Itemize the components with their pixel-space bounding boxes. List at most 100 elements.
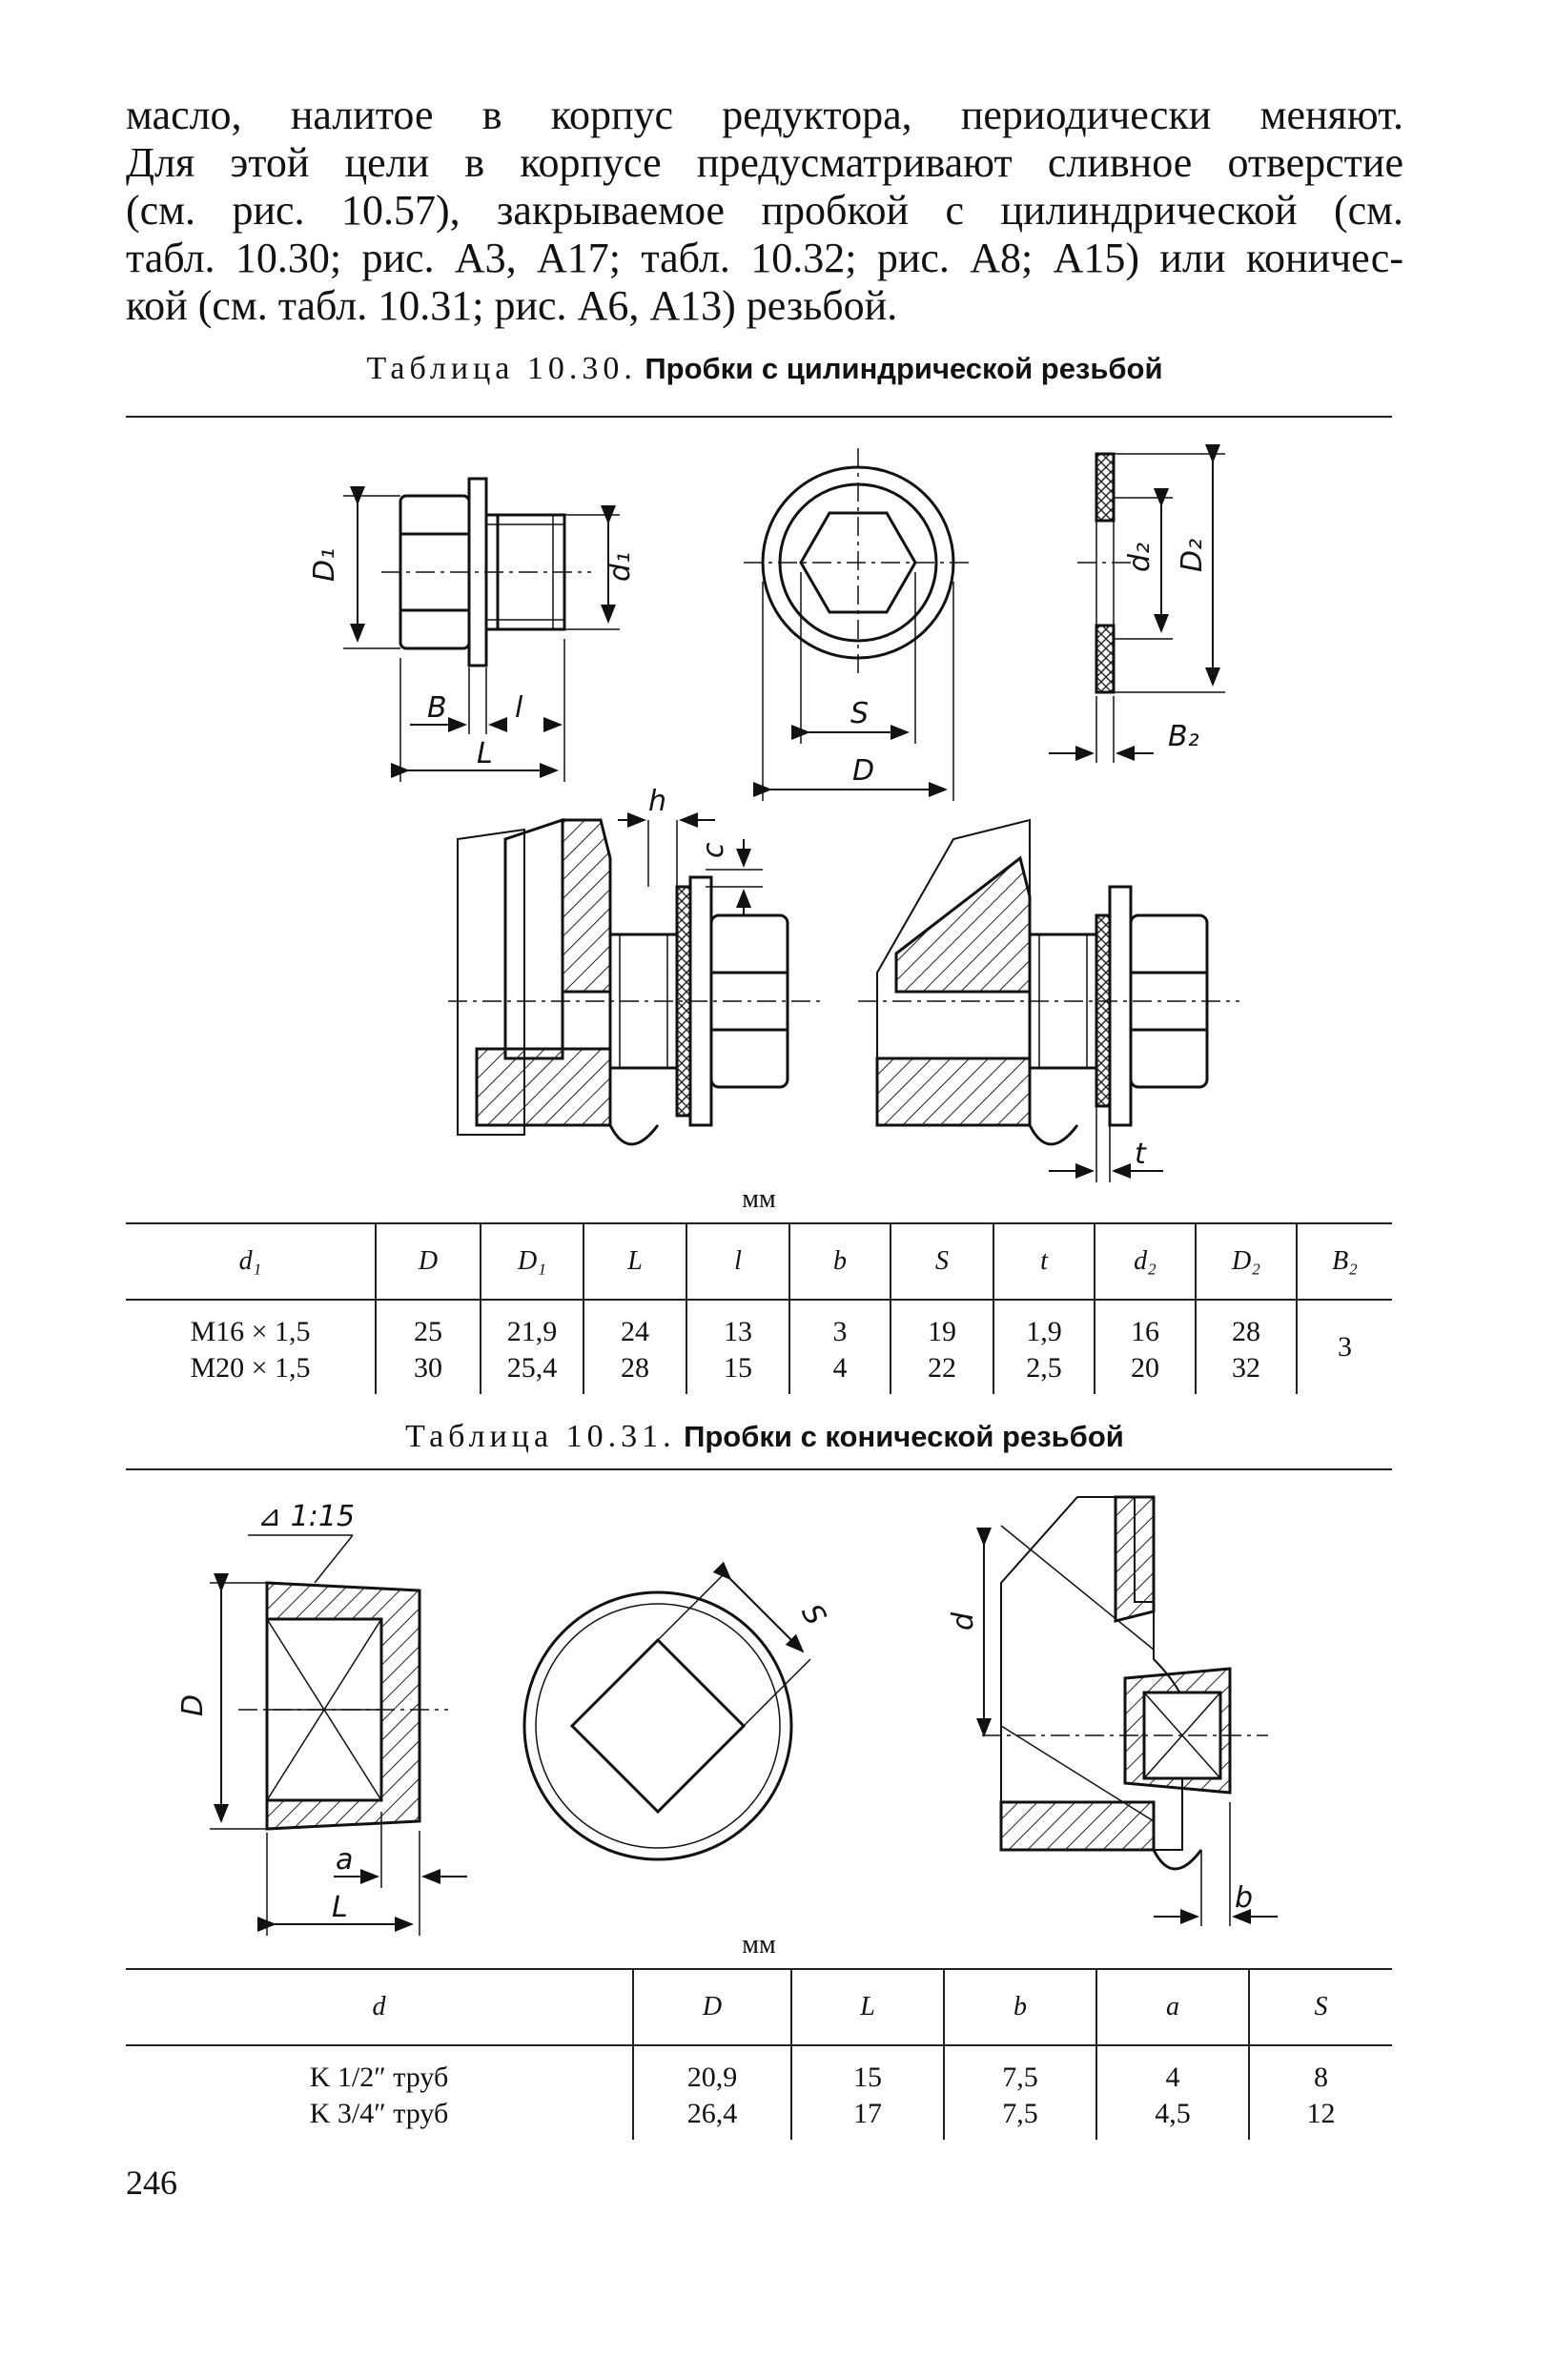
header-cell: D bbox=[632, 1969, 791, 2046]
label-L: L bbox=[332, 1891, 348, 1924]
paragraph-line: (см. рис. 10.57), закрываемое пробкой с … bbox=[126, 187, 1403, 234]
cell-value: 17 bbox=[853, 2098, 882, 2129]
label-l: l bbox=[515, 691, 523, 725]
cell-value: M20 × 1,5 bbox=[190, 1352, 311, 1384]
cell-value: 12 bbox=[1306, 2098, 1336, 2129]
conical-plug-section bbox=[210, 1534, 467, 1936]
header-cell: b bbox=[788, 1223, 891, 1301]
cell-value: 24 bbox=[621, 1316, 649, 1347]
label-b: b bbox=[1235, 1881, 1253, 1915]
cell-value: 25,4 bbox=[506, 1352, 558, 1384]
header-cell: D bbox=[375, 1223, 481, 1301]
label-D: D bbox=[852, 754, 874, 788]
cell-value: 20,9 bbox=[686, 2062, 738, 2093]
cell-value: K 1/2″ труб bbox=[309, 2062, 449, 2093]
table2-caption-title: Пробки с конической резьбой bbox=[684, 1420, 1124, 1453]
table-header-row: d₁ D D₁ L l b S t d₂ D₂ B₂ bbox=[126, 1223, 1392, 1301]
label-d1: d₁ bbox=[604, 552, 637, 582]
paragraph-line: кой (см. табл. 10.31; рис. А6, А13) резь… bbox=[126, 282, 898, 329]
cell-value: 7,5 bbox=[1002, 2062, 1038, 2093]
conical-installed-section bbox=[976, 1495, 1278, 1926]
cell-value: 32 bbox=[1232, 1352, 1260, 1384]
label-d: d bbox=[947, 1611, 980, 1631]
label-D: D bbox=[176, 1694, 210, 1716]
cell-value: 3 bbox=[832, 1316, 848, 1347]
label-S: S bbox=[850, 697, 869, 730]
table1-caption: Таблица 10.30. Пробки с цилиндрической р… bbox=[126, 351, 1403, 387]
cell-value: 15 bbox=[853, 2062, 882, 2093]
header-cell: d bbox=[126, 1969, 633, 2046]
label-d2: d₂ bbox=[1123, 543, 1157, 572]
header-cell: d₁ bbox=[126, 1223, 376, 1301]
installed-section-left bbox=[448, 812, 820, 1146]
header-cell: a bbox=[1095, 1969, 1249, 2046]
header-cell: D₁ bbox=[480, 1223, 584, 1301]
header-cell: L bbox=[790, 1969, 944, 2046]
header-cell: S bbox=[890, 1223, 993, 1301]
paragraph-line: табл. 10.30; рис. А3, А17; табл. 10.32; … bbox=[126, 235, 1403, 281]
cell-value: 28 bbox=[621, 1352, 649, 1384]
label-t: t bbox=[1135, 1138, 1147, 1171]
cell-value: 1,9 bbox=[1026, 1316, 1062, 1347]
label-S: S bbox=[794, 1599, 832, 1631]
label-a: a bbox=[336, 1843, 353, 1877]
cell-value: 4,5 bbox=[1155, 2098, 1191, 2129]
divider bbox=[126, 416, 1392, 418]
cell-value: 16 bbox=[1131, 1316, 1159, 1347]
cell-value: M16 × 1,5 bbox=[190, 1316, 311, 1347]
table2-caption: Таблица 10.31. Пробки с конической резьб… bbox=[126, 1419, 1403, 1455]
divider bbox=[126, 1468, 1392, 1470]
label-h: h bbox=[648, 785, 666, 818]
header-cell: t bbox=[993, 1223, 1095, 1301]
cell-value: 2,5 bbox=[1026, 1352, 1062, 1384]
label-B: B bbox=[427, 691, 447, 725]
header-cell: D₂ bbox=[1195, 1223, 1297, 1301]
table1-caption-number: Таблица 10.30. bbox=[366, 351, 637, 386]
table-cell: 3 bbox=[1296, 1300, 1392, 1394]
plug-front-view bbox=[744, 448, 972, 801]
cell-value: 25 bbox=[414, 1316, 442, 1347]
cell-value: 28 bbox=[1232, 1316, 1260, 1347]
cell-value: K 3/4″ труб bbox=[309, 2098, 449, 2129]
paragraph-line: масло, налитое в корпус редуктора, перио… bbox=[126, 92, 1403, 138]
cell-value: 4 bbox=[1165, 2062, 1180, 2093]
conical-plug-front-view bbox=[522, 1561, 811, 1861]
table-cell: 21,9 25,4 bbox=[480, 1300, 584, 1394]
table1-unit: мм bbox=[742, 1184, 776, 1214]
cell-value: 30 bbox=[414, 1352, 442, 1384]
label-c: c bbox=[697, 842, 730, 858]
washer-section bbox=[1049, 444, 1225, 763]
plug-side-view bbox=[343, 477, 620, 782]
label-taper: ⊿ 1:15 bbox=[257, 1500, 355, 1533]
header-cell: d₂ bbox=[1094, 1223, 1196, 1301]
cell-value: 20 bbox=[1131, 1352, 1159, 1384]
table-cell: K 1/2″ труб K 3/4″ труб bbox=[126, 2045, 633, 2140]
paragraph-line: Для этой цели в корпусе предусматривают … bbox=[126, 139, 1403, 186]
cell-value: 21,9 bbox=[506, 1316, 558, 1347]
header-cell: L bbox=[583, 1223, 686, 1301]
cell-value: 7,5 bbox=[1002, 2098, 1038, 2129]
label-B2: B₂ bbox=[1168, 720, 1199, 753]
intro-paragraph: масло, налитое в корпус редуктора, перио… bbox=[126, 92, 1403, 330]
cell-value: 26,4 bbox=[686, 2098, 738, 2129]
cell-value: 13 bbox=[724, 1316, 752, 1347]
cell-value: 4 bbox=[832, 1352, 848, 1384]
label-D2: D₂ bbox=[1176, 539, 1209, 572]
header-cell: B₂ bbox=[1296, 1223, 1392, 1301]
table1-caption-title: Пробки с цилиндрической резьбой bbox=[645, 352, 1163, 385]
